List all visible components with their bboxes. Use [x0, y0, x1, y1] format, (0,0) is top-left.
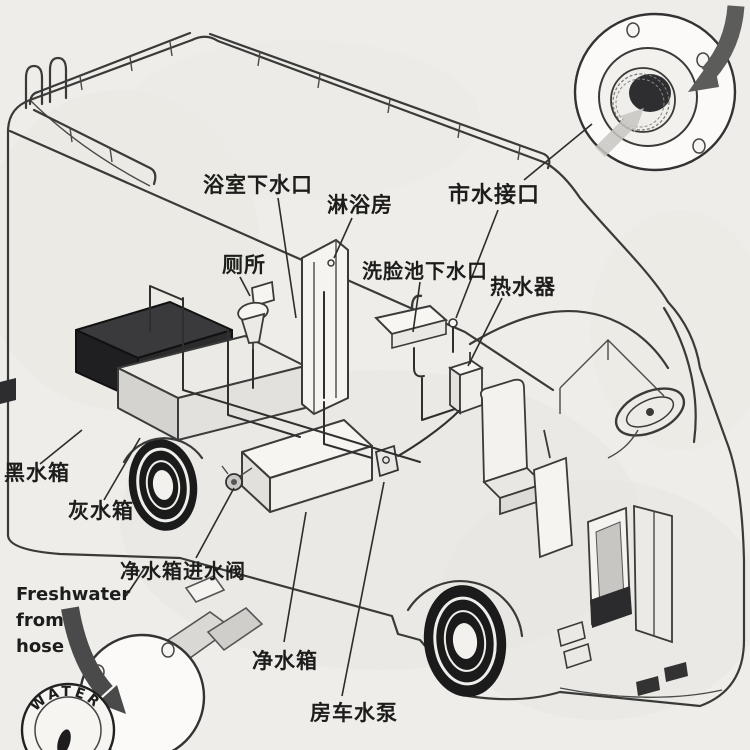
shower-enclosure [301, 238, 349, 416]
leader-fresh-tank [283, 511, 307, 643]
windshield-bottom [468, 309, 670, 370]
label-gray-water-tank: 灰水箱 [68, 499, 134, 523]
steering-column [607, 429, 639, 459]
pour-arrow-icon [61, 606, 126, 714]
leader-water-heater [467, 297, 503, 367]
body-vent [557, 620, 586, 648]
bumper-line [559, 687, 723, 698]
faucet [410, 294, 423, 309]
plumbing-pipes [149, 285, 461, 463]
cab-interior [479, 378, 686, 559]
steering-wheel [614, 387, 686, 437]
side-mirror-bracket [533, 429, 573, 559]
body-vent [563, 642, 592, 670]
rear-ladder [24, 56, 68, 110]
label-shower-room: 淋浴房 [327, 193, 393, 217]
rear-wheel [128, 439, 198, 531]
label-rv-water-pump: 房车水泵 [310, 701, 398, 725]
leader-city-water-to-body [455, 209, 499, 319]
water-heater [447, 352, 485, 415]
leader-city-water-to-inset [523, 123, 593, 181]
cab-seat [479, 378, 545, 516]
label-freshwater-line1: Freshwater [16, 584, 130, 605]
flange-screw [626, 22, 640, 38]
label-fresh-water-tank: 净水箱 [252, 649, 318, 673]
washbasin-sink [374, 294, 449, 378]
dash-lines [559, 339, 665, 414]
water-cap: WATER [20, 682, 116, 750]
a-pillar [662, 306, 697, 444]
front-wheel-arch [406, 580, 524, 638]
fresh-tank-inlet-valve [221, 465, 253, 491]
label-freshwater-line3: hose [16, 636, 64, 657]
inlet-opening [629, 74, 671, 112]
labels: 浴室下水口 淋浴房 市水接口 厕所 洗脸池下水口 热水器 黑水箱 灰水箱 净水箱… [4, 173, 556, 725]
rv-silhouette [6, 35, 746, 708]
label-fresh-tank-inlet-valve: 净水箱进水阀 [120, 559, 246, 583]
leader-water-pump [341, 481, 385, 697]
leader-bathroom-drain [277, 197, 297, 319]
leader-inlet-valve [195, 487, 235, 559]
leader-fill-inset [125, 565, 147, 597]
leader-black-tank [39, 429, 83, 465]
sink-trap [413, 347, 425, 378]
bumper-slat [636, 676, 660, 696]
label-bathroom-drain: 浴室下水口 [203, 173, 313, 197]
label-city-water-inlet: 市水接口 [448, 182, 540, 208]
front-grille-area [557, 504, 688, 696]
rear-port-box [0, 378, 16, 404]
leader-toilet [239, 276, 251, 297]
freshwater-fill-detail: WATER [20, 575, 264, 750]
label-sink-drain: 洗脸池下水口 [362, 259, 488, 283]
leader-gray-tank [103, 437, 141, 501]
leader-shower-room [333, 217, 353, 259]
toilet [237, 280, 275, 354]
flow-arrow-icon [595, 108, 644, 157]
front-wheel [423, 585, 507, 697]
label-water-heater: 热水器 [490, 275, 556, 299]
city-water-inlet-detail [573, 5, 745, 172]
label-toilet: 厕所 [222, 253, 266, 277]
rear-face-line [29, 99, 151, 187]
cap-slot [57, 729, 71, 750]
bumper-slat [664, 662, 688, 682]
flange-screw [692, 138, 706, 154]
radiator-dark-band [590, 586, 632, 628]
port-screw [161, 642, 175, 658]
label-black-water-tank: 黑水箱 [4, 461, 70, 485]
leader-sink-drain [412, 281, 421, 333]
leader-lines [39, 123, 593, 697]
hose-arrow-icon [688, 5, 745, 92]
wall-top-edge [8, 129, 555, 392]
city-water-wall-fitting [448, 318, 458, 353]
shower-drain-hole [327, 259, 335, 267]
rv-body [0, 35, 746, 708]
gray-water-tank [117, 335, 306, 441]
label-freshwater-line2: from [16, 610, 64, 631]
